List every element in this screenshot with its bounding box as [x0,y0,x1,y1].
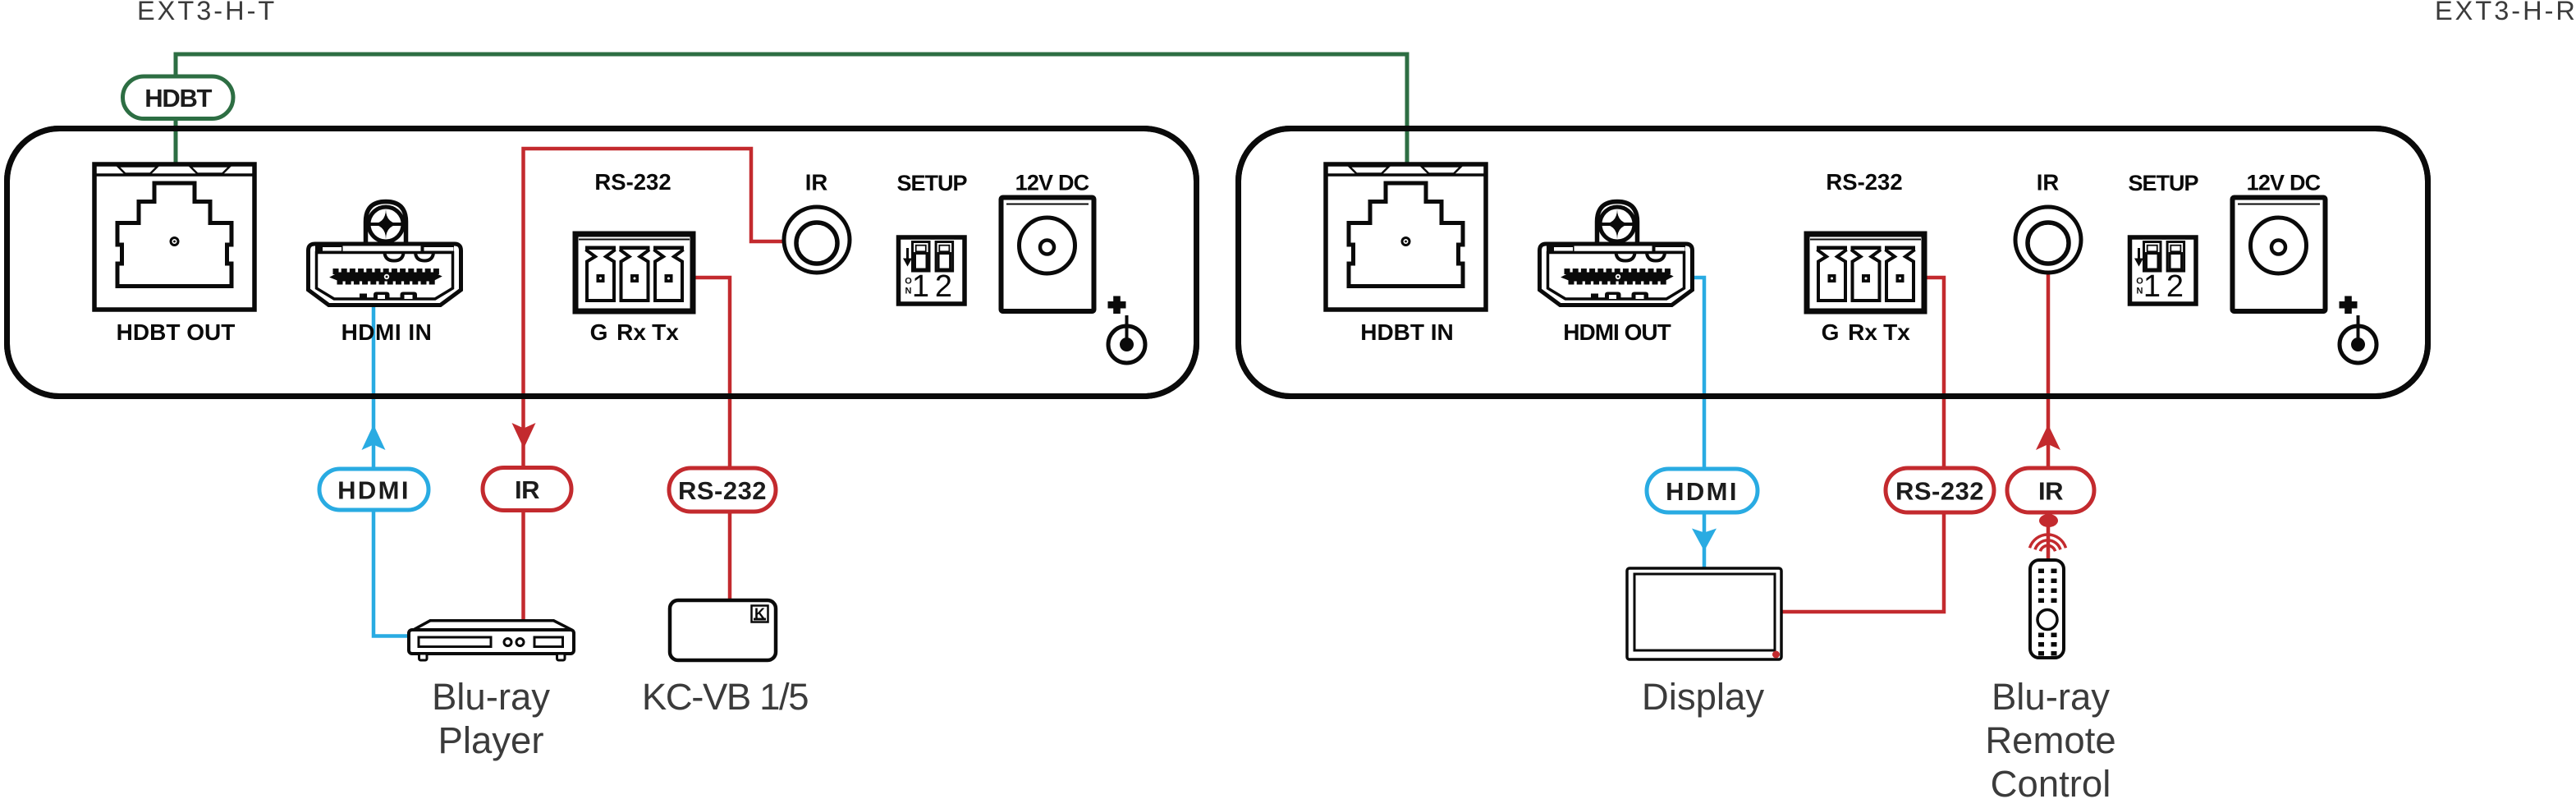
svg-text:Blu-ray: Blu-ray [432,676,550,718]
svg-text:Blu-ray: Blu-ray [1992,676,2110,718]
svg-text:Control: Control [1991,763,2111,799]
svg-text:Remote: Remote [1985,719,2115,761]
svg-text:SETUP: SETUP [2128,171,2198,195]
svg-text:G: G [590,319,608,345]
svg-text:2: 2 [935,269,952,304]
svg-text:RS-232: RS-232 [678,476,767,505]
svg-text:Display: Display [1642,676,1764,718]
svg-text:HDBT IN: HDBT IN [1360,319,1454,345]
svg-text:Rx: Rx [616,319,646,345]
svg-text:G: G [1822,319,1840,345]
svg-text:IR: IR [805,170,828,195]
svg-text:12V DC: 12V DC [2247,171,2321,195]
svg-text:Player: Player [438,719,544,761]
svg-text:HDMI: HDMI [1666,477,1739,506]
svg-text:RS-232: RS-232 [1826,169,1902,195]
svg-text:12V DC: 12V DC [1015,171,1089,195]
svg-text:SETUP: SETUP [896,171,967,195]
svg-text:Tx: Tx [652,319,679,345]
svg-text:KC-VB 1/5: KC-VB 1/5 [642,676,808,718]
svg-text:Rx: Rx [1848,319,1877,345]
svg-text:HDMI OUT: HDMI OUT [1563,319,1671,345]
svg-text:HDBT: HDBT [144,84,212,113]
svg-text:RS-232: RS-232 [1895,476,1984,505]
svg-text:1: 1 [912,269,929,304]
svg-text:EXT3-H-R: EXT3-H-R [2435,0,2576,25]
svg-text:EXT3-H-T: EXT3-H-T [137,0,277,25]
svg-text:HDBT OUT: HDBT OUT [117,319,236,345]
svg-text:RS-232: RS-232 [594,169,671,195]
svg-text:IR: IR [2038,476,2063,505]
svg-text:N: N [905,287,912,296]
svg-text:IR: IR [515,475,539,504]
svg-text:Tx: Tx [1883,319,1910,345]
svg-text:HDMI IN: HDMI IN [341,319,433,345]
svg-text:O: O [905,277,912,287]
svg-text:HDMI: HDMI [337,475,410,504]
svg-text:IR: IR [2037,170,2060,195]
